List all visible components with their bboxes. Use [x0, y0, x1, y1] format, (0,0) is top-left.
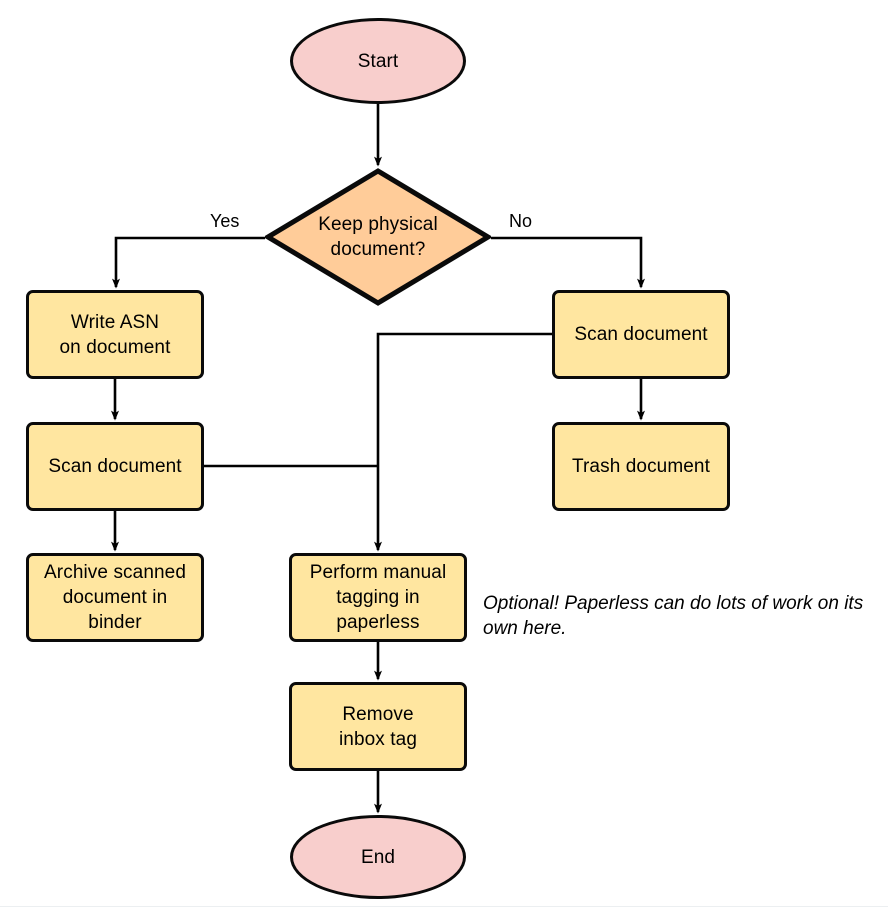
diamond-shape: [265, 168, 491, 306]
edge-decision-yes-to-write-asn: [112, 236, 265, 289]
node-start[interactable]: Start: [290, 18, 466, 104]
node-trash-document-label: Trash document: [572, 456, 710, 477]
node-trash-document[interactable]: Trash document: [552, 422, 730, 511]
node-scan-document-left[interactable]: Scan document: [26, 422, 204, 511]
node-keep-physical-document-label: Keep physical document?: [318, 214, 438, 260]
node-write-asn[interactable]: Write ASN on document: [26, 290, 204, 379]
node-remove-inbox-tag[interactable]: Remove inbox tag: [289, 682, 467, 771]
node-manual-tagging[interactable]: Perform manual tagging in paperless: [289, 553, 467, 642]
node-manual-tagging-label: Perform manual tagging in paperless: [309, 562, 447, 633]
node-end[interactable]: End: [290, 815, 466, 899]
edge-scan-right-to-manual-tagging: [374, 332, 552, 552]
node-archive-binder-label: Archive scanned document in binder: [44, 562, 186, 633]
edge-label-no: No: [509, 211, 533, 231]
node-scan-document-right-label: Scan document: [574, 324, 708, 345]
node-archive-binder[interactable]: Archive scanned document in binder: [26, 553, 204, 642]
node-write-asn-label: Write ASN on document: [59, 311, 171, 358]
node-keep-physical-document[interactable]: Keep physical document?: [265, 168, 491, 306]
node-scan-document-right[interactable]: Scan document: [552, 290, 730, 379]
edge-label-yes: Yes: [210, 211, 240, 231]
edge-decision-no-to-scan-right: [491, 236, 645, 289]
node-end-label: End: [360, 846, 396, 868]
node-scan-document-left-label: Scan document: [48, 456, 182, 477]
node-start-label: Start: [357, 50, 399, 72]
node-remove-inbox-tag-label: Remove inbox tag: [338, 703, 417, 750]
annotation-optional-note: Optional! Paperless can do lots of work …: [483, 593, 864, 639]
